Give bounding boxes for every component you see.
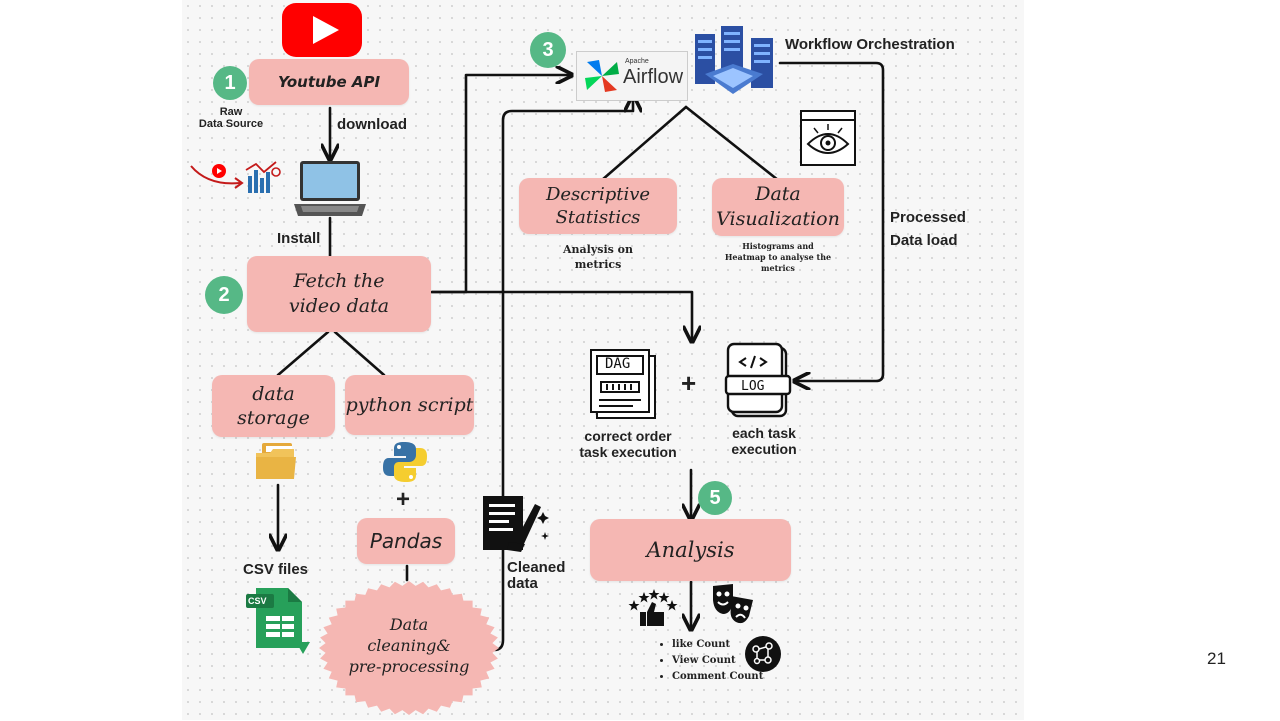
pandas-node: Pandas <box>357 518 455 564</box>
data-cleaning-node: Data cleaning& pre-processing <box>348 615 470 676</box>
python-icon <box>382 440 428 484</box>
list-item: Comment Count <box>672 669 763 685</box>
dag-icon-label: DAG <box>605 356 631 372</box>
each-task-label: each task execution <box>731 425 797 457</box>
raw-data-source-label: Raw Data Source <box>198 106 264 130</box>
processed-data-load-label: Processed Data load <box>890 209 966 249</box>
log-icon-label: LOG <box>741 379 765 394</box>
arrow-processed-to-log <box>778 61 885 381</box>
log-document-icon <box>724 342 794 420</box>
line-fetch-to-storage <box>276 330 330 377</box>
download-label: download <box>337 116 407 133</box>
cleaning-document-icon <box>481 494 553 554</box>
list-item: View Count <box>672 653 763 669</box>
airflow-apache-text: Apache <box>625 58 649 65</box>
analysis-on-metrics-label: Analysis on metrics <box>563 243 633 271</box>
folder-icon <box>254 441 298 481</box>
youtube-icon <box>281 2 363 58</box>
arrow-fetch-to-dag <box>430 290 692 340</box>
line-airflow-to-visualization <box>684 105 780 182</box>
global-network-icon <box>744 635 782 673</box>
step-badge-3: 3 <box>530 32 566 68</box>
step-badge-1: 1 <box>213 66 247 100</box>
csv-icon-label: CSV <box>248 596 267 606</box>
step-badge-5: 5 <box>698 481 732 515</box>
step-badge-2: 2 <box>205 276 243 314</box>
youtube-api-node: Youtube API <box>249 59 409 105</box>
data-visualization-node: Data Visualization <box>712 178 844 236</box>
histograms-heatmap-label: Histograms and Heatmap to analyse the me… <box>724 241 832 273</box>
plus-sign-python-pandas: + <box>396 486 411 513</box>
data-storage-node: data storage <box>212 375 335 437</box>
python-script-node: python script <box>345 375 474 435</box>
cleaning-seal-shape <box>318 580 500 716</box>
arrow-cleaned-to-airflow <box>492 98 633 652</box>
youtube-analytics-icon <box>188 158 284 198</box>
metrics-list: like Count View Count Comment Count <box>656 637 763 685</box>
workflow-orchestration-label: Workflow Orchestration <box>785 36 955 53</box>
line-airflow-to-descriptive <box>600 105 688 182</box>
laptop-icon <box>293 160 367 218</box>
list-item: like Count <box>672 637 763 653</box>
descriptive-statistics-node: Descriptive Statistics <box>519 178 677 234</box>
airflow-logo: Apache Airflow <box>576 51 688 101</box>
line-fetch-to-python <box>333 330 386 377</box>
dag-document-icon <box>587 346 659 420</box>
csv-files-label: CSV files <box>243 561 309 578</box>
csv-file-icon <box>244 586 314 656</box>
drama-masks-icon <box>711 582 755 626</box>
page-number: 21 <box>1207 649 1226 668</box>
rating-thumbs-icon <box>628 588 678 628</box>
analysis-node: Analysis <box>590 519 791 581</box>
eye-analytics-icon <box>800 110 856 166</box>
cleaned-data-label: Cleaned data <box>507 559 566 592</box>
airflow-text: Airflow <box>623 66 684 88</box>
correct-order-label: correct order task execution <box>579 428 677 460</box>
server-network-icon <box>693 24 781 104</box>
install-label: Install <box>277 230 321 247</box>
fetch-video-data-node: Fetch the video data <box>247 256 431 332</box>
plus-sign-dag-log: + <box>681 368 697 398</box>
